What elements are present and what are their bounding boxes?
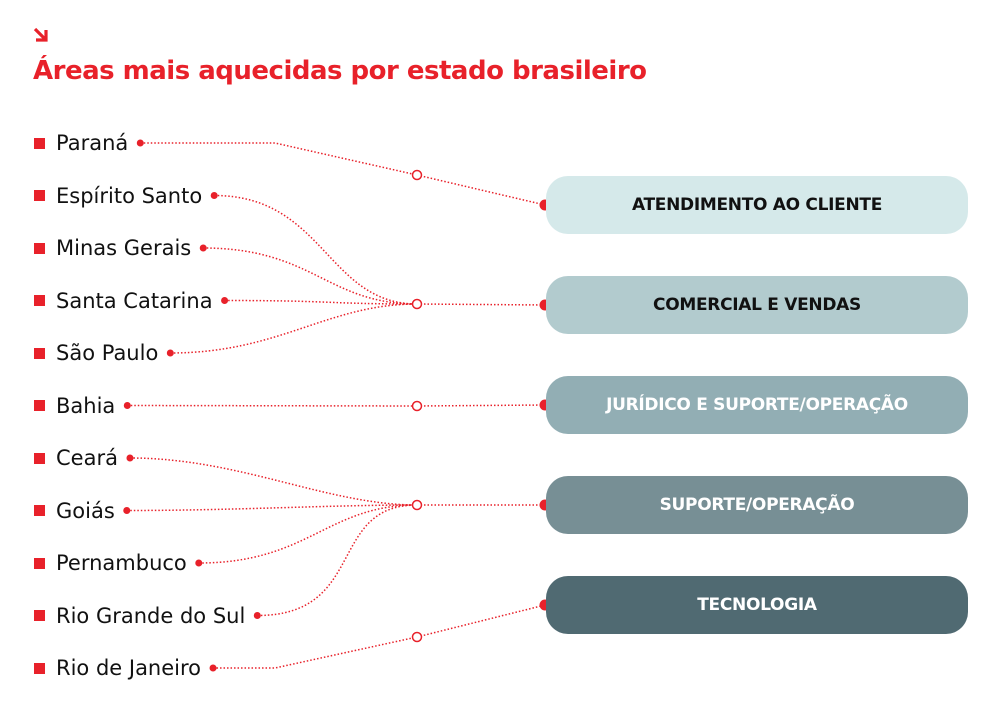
hub-circle [411,400,423,412]
state-dot [221,297,229,304]
arrow-down-right-icon [33,27,48,42]
hub-to-area-line [416,174,546,206]
area-box: COMERCIAL E VENDAS [546,276,968,334]
state-label: Paraná [56,131,129,155]
state-dot [166,349,174,357]
bullet-square-icon [34,557,45,569]
state-item: Goiás [34,496,115,526]
state-item: Pernambuco [34,548,187,578]
state-item: Rio de Janeiro [34,653,201,683]
state-dot [123,402,131,409]
page-title: Áreas mais aquecidas por estado brasilei… [33,56,647,86]
state-item: Rio Grande do Sul [34,601,245,631]
state-dot [195,559,203,567]
state-label: Goiás [56,498,115,523]
connector-line [257,504,418,617]
area-box: ATENDIMENTO AO CLIENTE [546,176,968,234]
state-item: Espírito Santo [34,181,202,211]
state-label: Minas Gerais [56,236,192,260]
connector-line [198,504,418,564]
bullet-square-icon [34,452,45,464]
state-dot [253,612,261,619]
bullet-square-icon [34,505,45,516]
connector-line [224,299,418,305]
hub-to-area-line [416,604,546,638]
connector-line [127,404,418,407]
state-label: Santa Catarina [56,288,213,313]
state-label: Rio de Janeiro [56,656,202,680]
area-box: SUPORTE/OPERAÇÃO [546,476,968,534]
state-item: Paraná [34,128,128,158]
connector-line [140,142,418,176]
state-label: São Paulo [56,341,159,365]
connector-line [126,504,418,512]
state-label: Rio Grande do Sul [56,603,246,628]
state-label: Espírito Santo [56,183,203,208]
bullet-square-icon [34,137,45,149]
hub-circle [411,499,423,511]
state-item: Minas Gerais [34,233,191,263]
state-dot [136,139,144,147]
connector-line [170,303,418,354]
hub-circle [411,631,423,643]
hub-to-area-line [416,404,546,407]
state-item: São Paulo [34,338,158,368]
connector-line [213,636,418,669]
state-dot [209,664,217,672]
connector-line [214,194,418,305]
state-label: Bahia [56,393,116,418]
state-label: Pernambuco [56,551,187,575]
bullet-square-icon [34,400,45,411]
bullet-square-icon [34,190,45,201]
connector-line [203,247,418,305]
state-dot [199,244,207,252]
area-box: TECNOLOGIA [546,576,968,634]
area-box: JURÍDICO E SUPORTE/OPERAÇÃO [546,376,968,434]
bullet-square-icon [34,295,45,306]
state-dot [210,192,218,199]
state-dot [126,454,134,462]
state-dot [123,507,131,514]
state-item: Santa Catarina [34,286,213,316]
bullet-square-icon [34,347,45,359]
hub-to-area-line [416,303,546,306]
bullet-square-icon [34,610,45,621]
hub-circle [411,298,423,310]
connector-line [129,457,418,506]
bullet-square-icon [34,242,45,254]
state-label: Ceará [56,446,118,470]
state-item: Ceará [34,443,118,473]
bullet-square-icon [34,662,45,674]
state-item: Bahia [34,391,115,421]
hub-circle [411,169,423,181]
